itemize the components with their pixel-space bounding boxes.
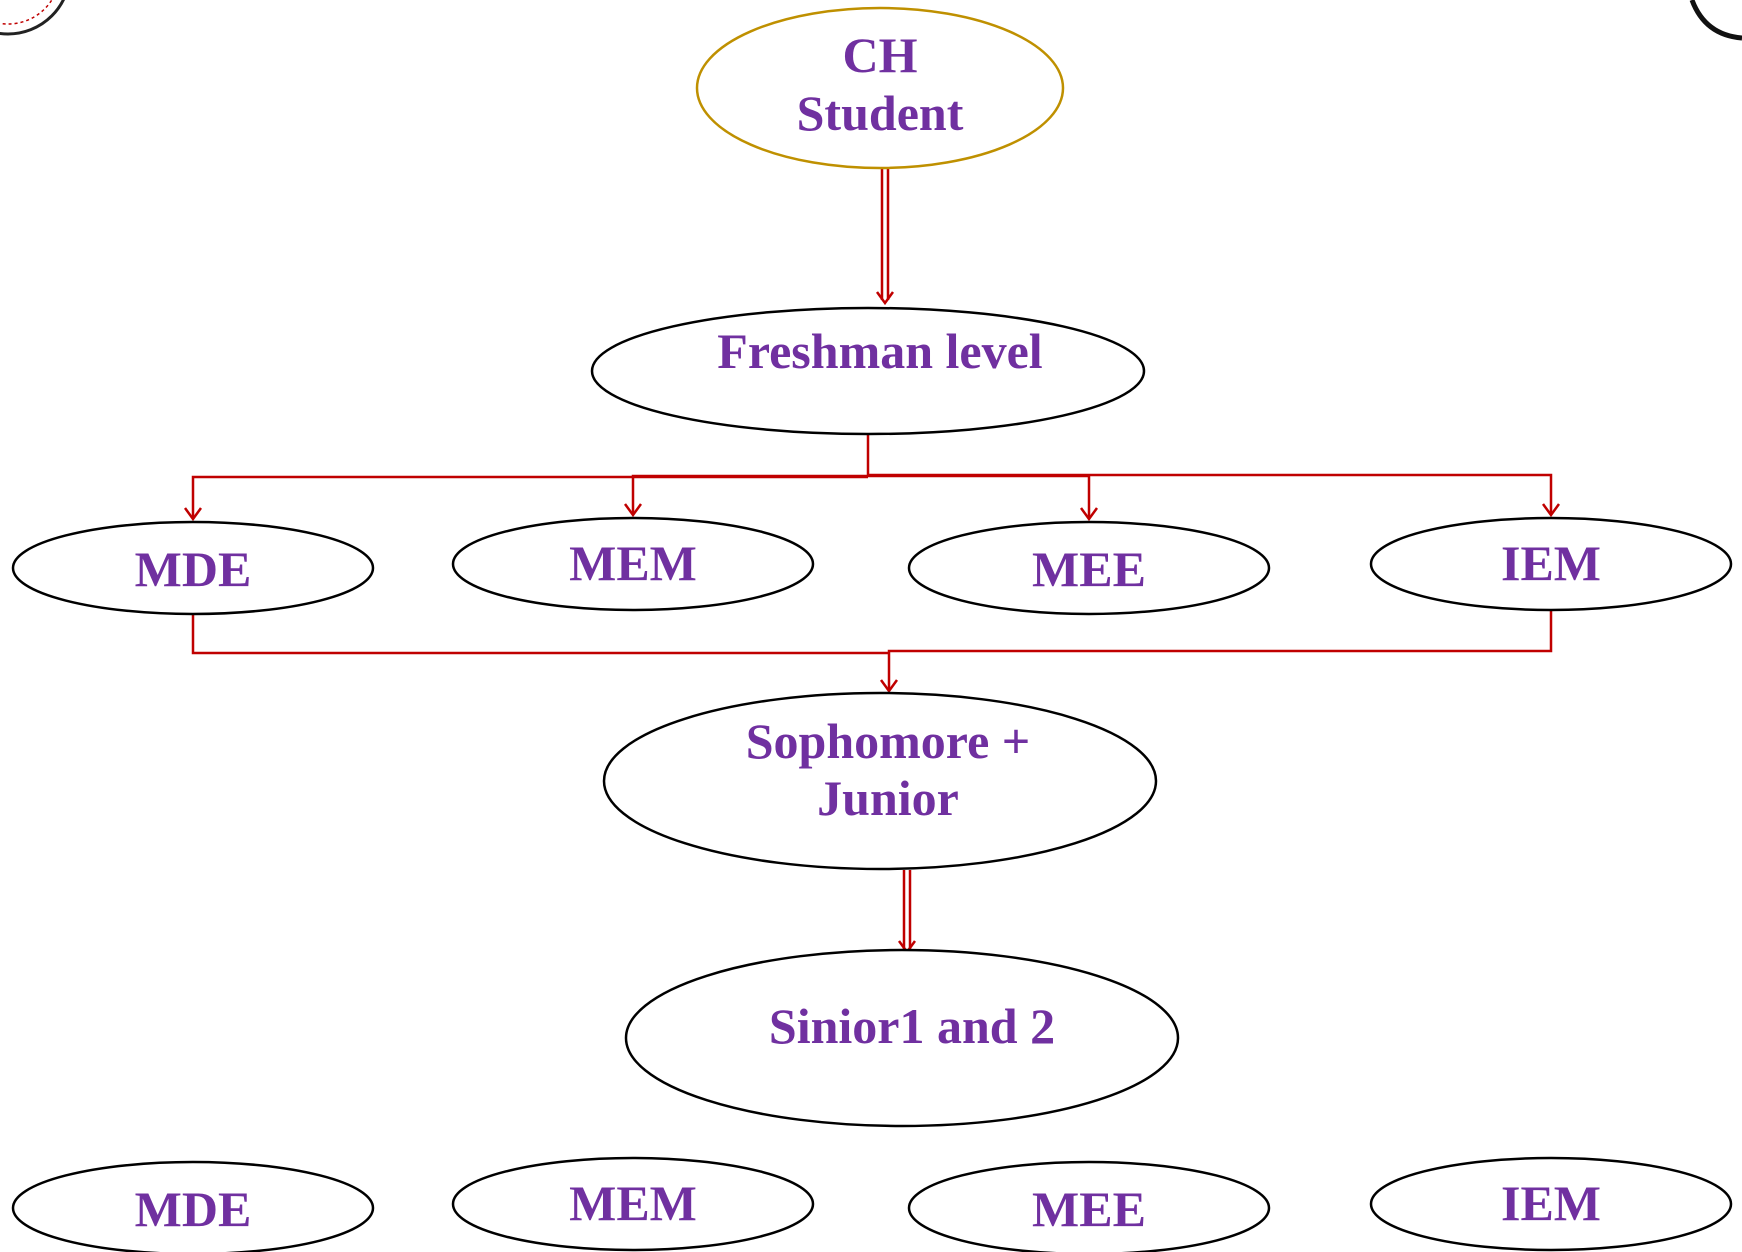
node-mde-label: MDE [135,1181,252,1237]
node-mem-label: MEM [569,1175,697,1231]
arrowhead [183,507,203,522]
node-iem: IEM [1369,1156,1733,1252]
node-iem: IEM [1369,516,1733,612]
node-freshman-label: Freshman level [717,323,1043,379]
connector-iem-to-sophomore [887,610,1553,690]
node-mem: MEM [451,516,815,612]
node-iem-label: IEM [1501,1175,1601,1231]
node-iem-label: IEM [1501,535,1601,591]
node-mee-label: MEE [1032,541,1146,597]
arrowhead [1079,507,1099,522]
department-row-senior: MDE MEM MEE IEM [11,1156,1733,1252]
university-logo-icon [0,0,65,36]
node-mde: MDE [11,520,375,616]
node-mem: MEM [451,1156,815,1252]
node-ch-student: CH Student [695,6,1065,170]
arrowhead [623,503,643,518]
node-senior-label: Sinior1 and 2 [769,998,1055,1054]
node-sophomore-line-1: Sophomore + [746,713,1031,769]
node-senior: Sinior1 and 2 [624,948,1180,1128]
node-freshman-level: Freshman level [590,306,1146,436]
arrowhead [875,291,895,306]
node-sophomore-line-2: Junior [817,770,959,826]
faculty-logo-icon [1689,0,1742,41]
arrowhead [1541,503,1561,518]
node-mde: MDE [11,1160,375,1252]
node-mee: MEE [907,1160,1271,1252]
node-mde-label: MDE [135,541,252,597]
connector-freshman-to-mde [191,475,868,518]
node-mem-label: MEM [569,535,697,591]
connectors [183,168,1561,955]
node-ch-student-line-1: CH [843,27,918,83]
connector-freshman-to-mem [631,474,868,514]
arrowhead [879,679,899,694]
node-mee: MEE [907,520,1271,616]
node-ch-student-line-2: Student [797,85,964,141]
connector-mde-to-sophomore [191,614,889,655]
department-row-freshman: MDE MEM MEE IEM [11,516,1733,616]
connector-freshman-to-mee [868,474,1091,518]
connector-freshman-to-iem [868,473,1553,514]
node-mee-label: MEE [1032,1181,1146,1237]
node-sophomore-junior: Sophomore + Junior [602,691,1158,871]
